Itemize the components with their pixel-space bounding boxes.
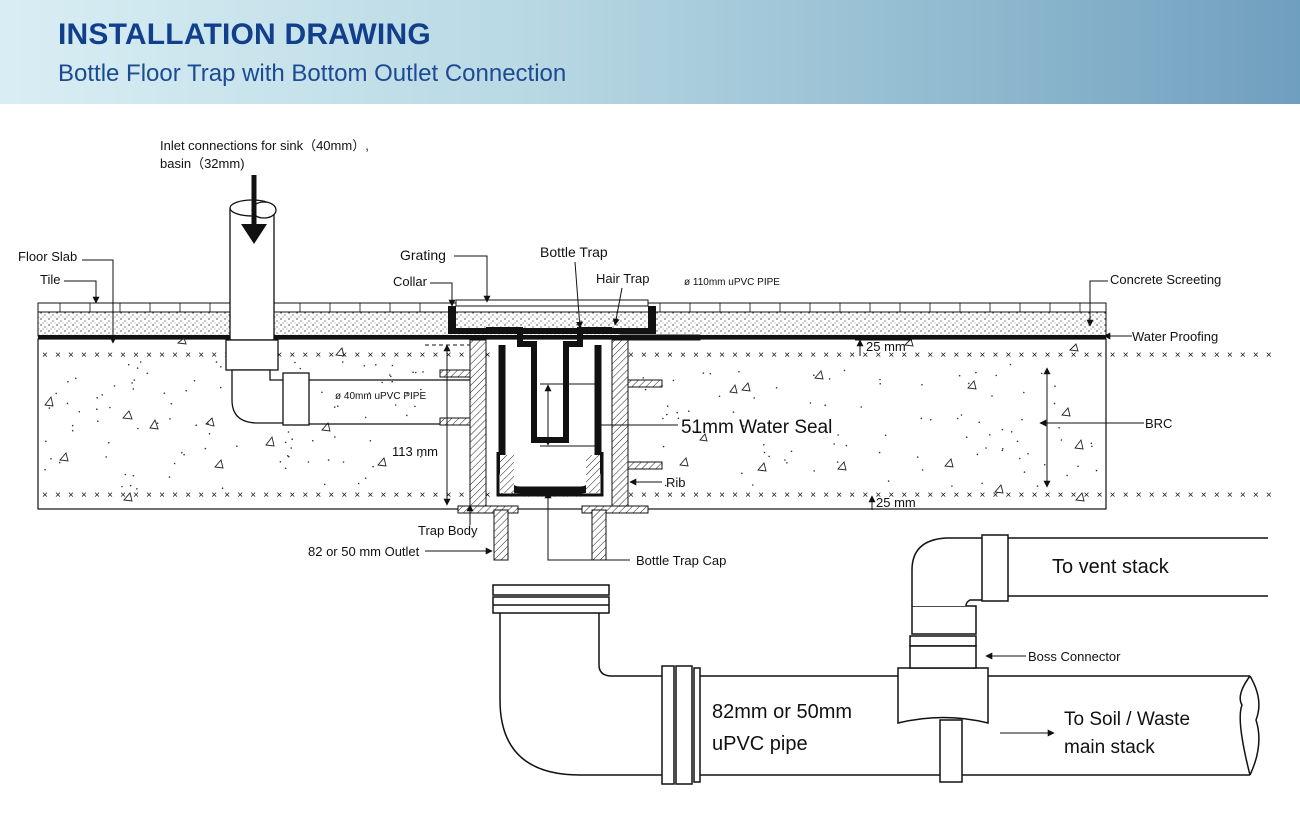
brc-mesh-bottom-left: × × × × × × × × × × × × × × × × × × × × … <box>42 490 584 501</box>
label-grating: Grating <box>400 247 446 263</box>
label-dim-25-top: 25 mm <box>866 339 906 354</box>
leader-lines <box>64 255 1144 737</box>
label-water-seal: 51mm Water Seal <box>681 417 832 438</box>
label-rib: Rib <box>666 475 686 490</box>
label-pipe-main-line2: uPVC pipe <box>712 733 808 755</box>
label-bottle-trap: Bottle Trap <box>540 244 608 260</box>
label-pipe-main-line1: 82mm or 50mm <box>712 701 852 723</box>
drain-pipe <box>492 534 1268 785</box>
brc-mesh-bottom-right: × × × × × × × × × × × × × × × × × × × × … <box>628 490 1274 501</box>
brc-mesh-top-right: × × × × × × × × × × × × × × × × × × × × … <box>628 350 1274 361</box>
label-brc: BRC <box>1145 416 1172 431</box>
label-soil-line1: To Soil / Waste <box>1064 709 1190 730</box>
label-soil-line2: main stack <box>1064 737 1155 758</box>
label-vent-stack: To vent stack <box>1052 556 1170 578</box>
label-pipe-110: ø 110mm uPVC PIPE <box>684 277 780 288</box>
label-pipe-40: ø 40mm uPVC PIPE <box>335 391 426 402</box>
label-bottle-trap-cap: Bottle Trap Cap <box>636 553 726 568</box>
label-dim-113: 113 mm <box>392 444 438 459</box>
pipe-110-indicator <box>620 334 701 341</box>
label-inlet-line2: basin（32mm) <box>160 156 245 171</box>
floor-slab: × × × × × × × × × × × × × × × × × × × × … <box>37 302 1274 510</box>
label-water-proofing: Water Proofing <box>1132 329 1218 344</box>
label-inlet-line1: Inlet connections for sink（40mm）, <box>160 138 369 153</box>
labels: Inlet connections for sink（40mm）, basin（… <box>18 138 1221 758</box>
label-boss-connector: Boss Connector <box>1028 649 1121 664</box>
inlet-arrow <box>241 175 267 244</box>
label-tile: Tile <box>40 272 60 287</box>
label-hair-trap: Hair Trap <box>596 271 649 286</box>
label-dim-25-bottom: 25 mm <box>876 495 916 510</box>
page-title: INSTALLATION DRAWING <box>58 18 431 51</box>
label-collar: Collar <box>393 274 428 289</box>
label-outlet: 82 or 50 mm Outlet <box>308 544 420 559</box>
label-trap-body: Trap Body <box>418 523 478 538</box>
label-floor-slab: Floor Slab <box>18 249 77 264</box>
page-subtitle: Bottle Floor Trap with Bottom Outlet Con… <box>58 60 567 87</box>
aggregate-marks <box>44 337 1085 502</box>
label-concrete-screeting: Concrete Screeting <box>1110 272 1221 287</box>
inlet-pipe <box>225 199 480 426</box>
header-banner: INSTALLATION DRAWING Bottle Floor Trap w… <box>0 0 1300 104</box>
